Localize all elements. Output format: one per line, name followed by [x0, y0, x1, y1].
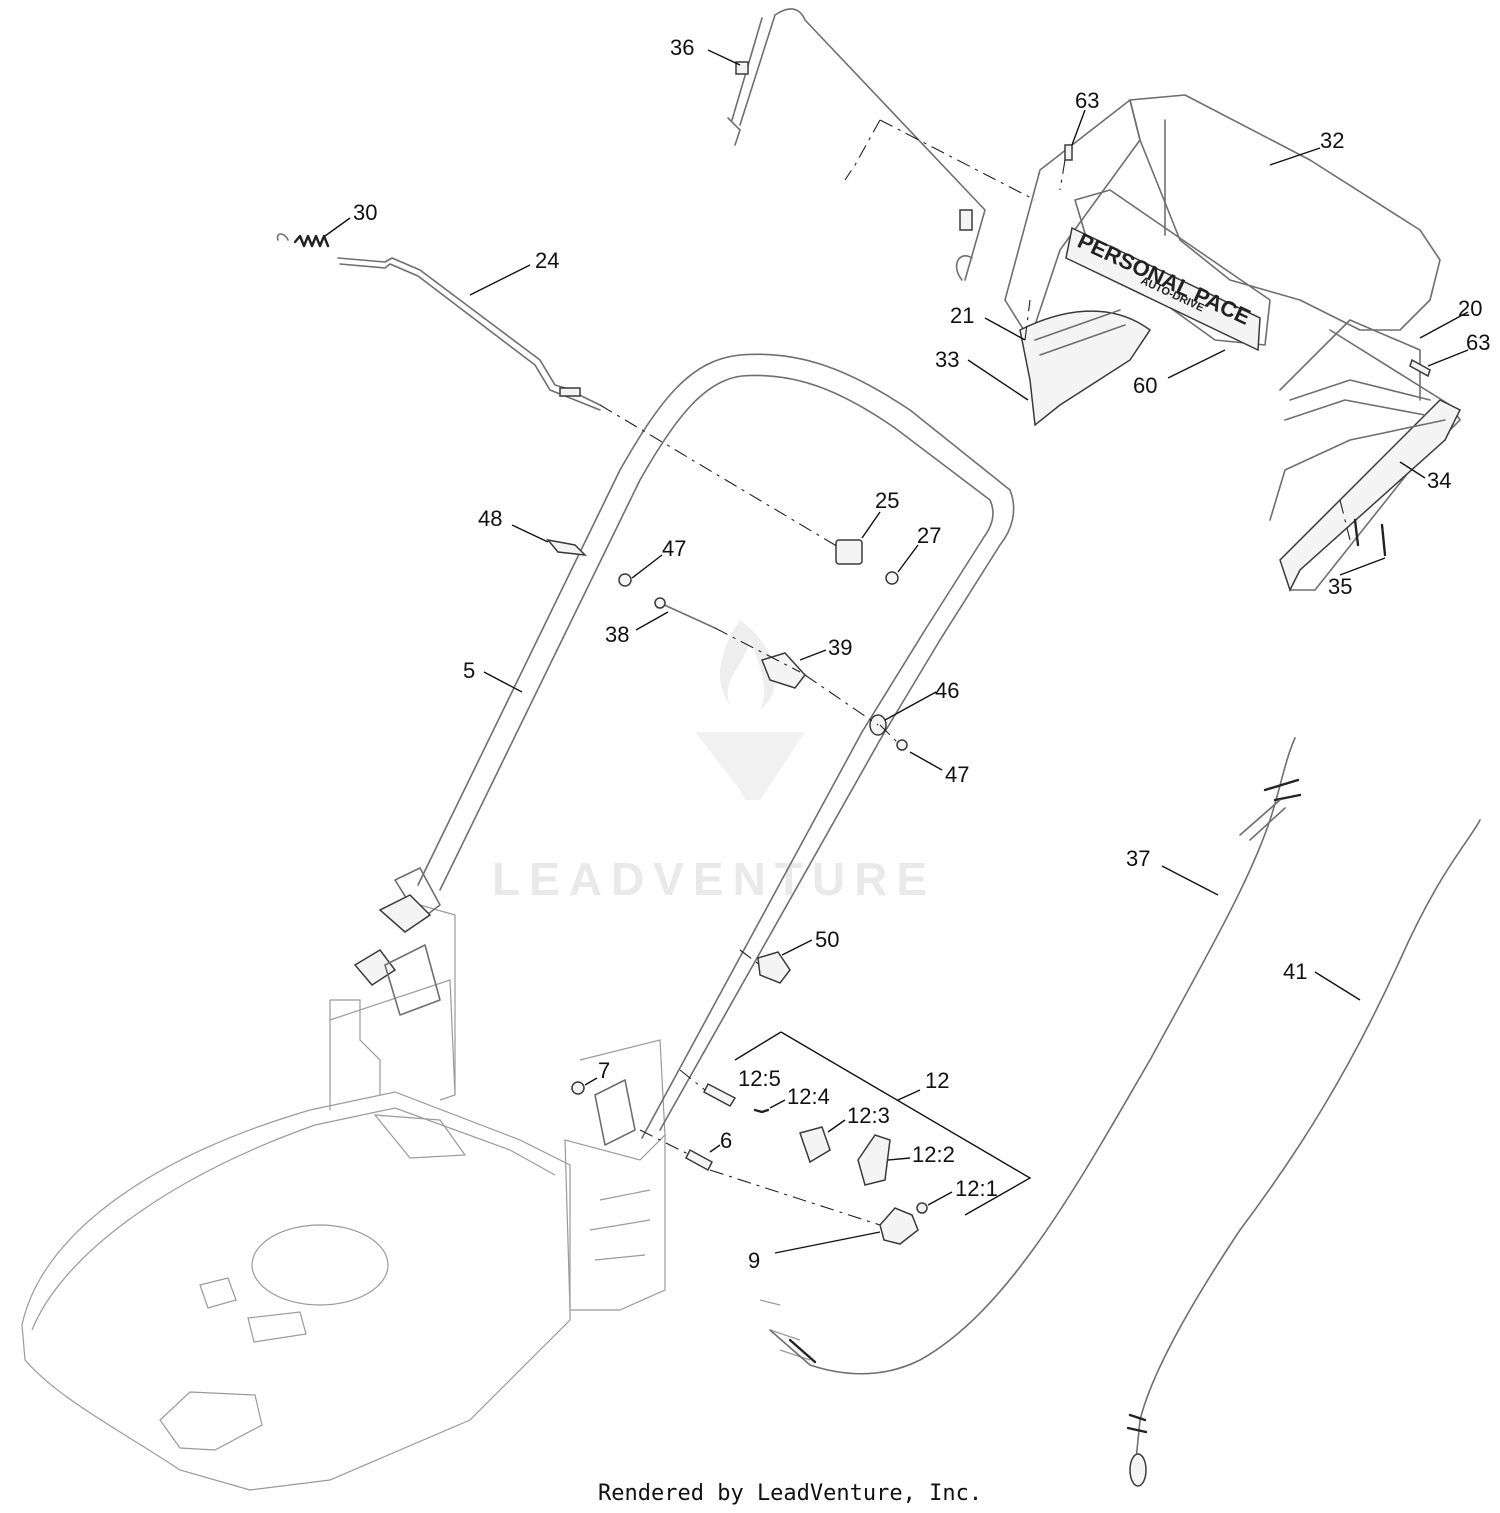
upper-handle-assembly: PERSONAL PACE AUTO-DRIVE [1004, 94, 1462, 592]
callout-21: 21 [950, 303, 974, 328]
hardware [546, 144, 1431, 1245]
handle-lower-and-upper [353, 353, 1015, 1146]
callout-leaders [324, 49, 1469, 1254]
callout-60: 60 [1133, 373, 1157, 398]
part-12-3 [799, 1126, 831, 1164]
footer-credit: Rendered by LeadVenture, Inc. [598, 1481, 982, 1506]
callout-12-5: 12:5 [738, 1066, 781, 1091]
callout-5: 5 [463, 658, 475, 683]
part-6 [685, 1148, 713, 1172]
part-48 [546, 538, 588, 556]
part-12-1 [916, 1202, 928, 1214]
callout-37: 37 [1126, 846, 1150, 871]
part-38 [659, 602, 716, 629]
callout-30: 30 [353, 200, 377, 225]
callout-12: 12 [925, 1068, 949, 1093]
callout-47b: 47 [945, 762, 969, 787]
callout-38: 38 [605, 622, 629, 647]
part-47a [618, 573, 632, 587]
part-12-5 [703, 1082, 737, 1107]
mower-deck [21, 904, 811, 1491]
traction-cable [769, 737, 1302, 1375]
watermark-text: LEADVENTURE [492, 853, 936, 905]
pin-63a [1064, 144, 1073, 161]
callout-63b: 63 [1466, 330, 1490, 355]
callout-39: 39 [828, 635, 852, 660]
watermark-logo [695, 620, 805, 800]
callout-33: 33 [935, 347, 959, 372]
callout-41: 41 [1283, 959, 1307, 984]
knob-9 [879, 1207, 919, 1245]
callout-46: 46 [935, 678, 959, 703]
bail-wire [727, 8, 986, 281]
callout-12-1: 12:1 [955, 1176, 998, 1201]
part-27 [885, 571, 899, 585]
callout-12-3: 12:3 [847, 1103, 890, 1128]
callout-25: 25 [875, 488, 899, 513]
part-47b [896, 739, 908, 751]
callout-48: 48 [478, 506, 502, 531]
part-12-4 [753, 1108, 770, 1114]
part-50 [757, 951, 791, 984]
control-rod [337, 257, 601, 411]
callout-12-4: 12:4 [787, 1084, 830, 1109]
callout-7: 7 [598, 1058, 610, 1083]
callout-20: 20 [1458, 296, 1482, 321]
callout-labels: 36 63 32 30 24 21 20 63 33 60 34 25 48 4… [353, 35, 1490, 1273]
part-25 [835, 539, 863, 565]
part-7 [571, 1081, 585, 1095]
blade-control-cable [1126, 819, 1481, 1487]
part-39 [761, 652, 806, 689]
callout-9: 9 [748, 1248, 760, 1273]
callout-34: 34 [1427, 468, 1451, 493]
callout-27: 27 [917, 523, 941, 548]
callout-36: 36 [670, 35, 694, 60]
callout-63a: 63 [1075, 88, 1099, 113]
screws-35 [1353, 518, 1387, 557]
callout-50: 50 [815, 927, 839, 952]
callout-12-2: 12:2 [912, 1142, 955, 1167]
callout-35: 35 [1328, 574, 1352, 599]
part-12-2 [857, 1134, 891, 1186]
pin-63b [1409, 358, 1431, 378]
alignment-lines [599, 119, 1351, 1226]
callout-24: 24 [535, 248, 559, 273]
callout-47a: 47 [662, 536, 686, 561]
spring [276, 233, 330, 248]
callout-32: 32 [1320, 128, 1344, 153]
callout-6: 6 [720, 1128, 732, 1153]
